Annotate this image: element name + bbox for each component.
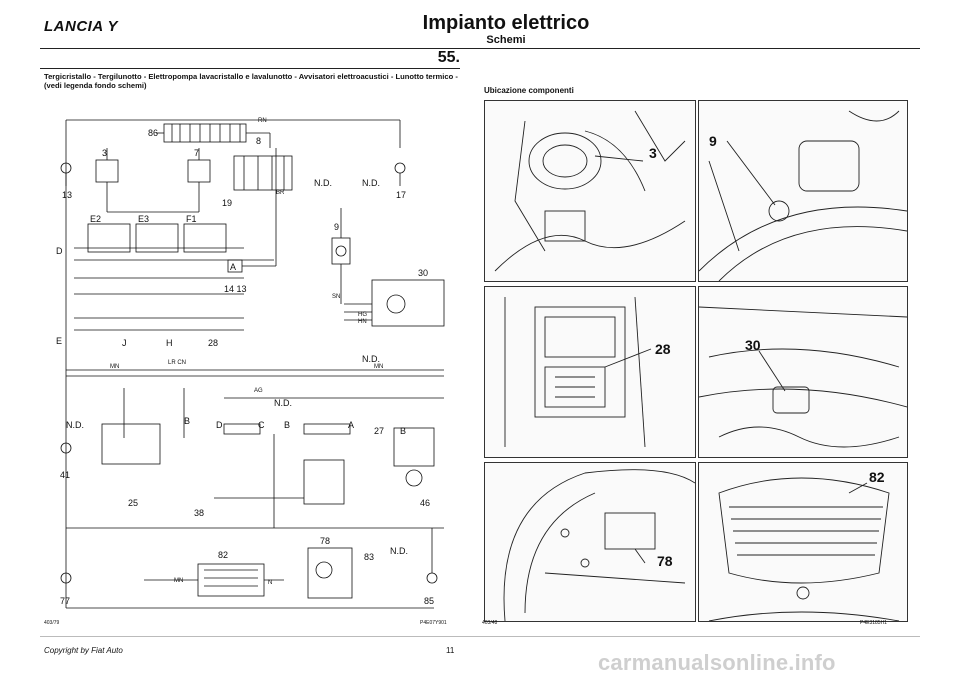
svg-text:78: 78 (320, 536, 330, 546)
diagram-code-ref: P4E07Y901 (420, 620, 447, 626)
svg-text:A: A (230, 262, 236, 272)
svg-text:86: 86 (148, 128, 158, 138)
photo-component-3: 3 (484, 100, 696, 282)
svg-text:C: C (258, 420, 265, 430)
svg-text:D: D (216, 420, 223, 430)
svg-text:A: A (348, 420, 354, 430)
diagram-caption: Tergicristallo - Tergilunotto - Elettrop… (44, 72, 458, 90)
header-rule (40, 48, 920, 49)
svg-text:RN: RN (258, 118, 267, 124)
svg-text:LR CN: LR CN (168, 360, 186, 366)
svg-text:30: 30 (418, 268, 428, 278)
svg-text:MN: MN (110, 364, 119, 370)
svg-text:41: 41 (60, 470, 70, 480)
svg-text:77: 77 (60, 596, 70, 606)
photo-component-28: 28 (484, 286, 696, 458)
footer-page-number: 11 (446, 646, 455, 655)
svg-text:27: 27 (374, 426, 384, 436)
photo-label-30: 30 (745, 337, 761, 353)
svg-text:17: 17 (396, 190, 406, 200)
svg-text:8: 8 (256, 136, 261, 146)
svg-text:82: 82 (218, 550, 228, 560)
photo-label-82: 82 (869, 469, 885, 485)
svg-text:E3: E3 (138, 214, 149, 224)
svg-text:N: N (268, 580, 272, 586)
svg-text:3: 3 (102, 148, 107, 158)
svg-text:E2: E2 (90, 214, 101, 224)
page-title: Impianto elettrico (422, 12, 590, 34)
photo-component-78: 78 (484, 462, 696, 622)
wiring-diagram: 86 8 3 7 13 N.D. N.D. 17 19 E2 E3 F1 9 A… (56, 118, 445, 609)
photo-component-9: 9 (698, 100, 908, 282)
svg-text:19: 19 (222, 198, 232, 208)
svg-text:BR: BR (276, 190, 285, 196)
svg-text:D: D (56, 246, 63, 256)
svg-text:AG: AG (254, 388, 263, 394)
model-name: LANCIA Y (44, 18, 119, 35)
diagram-code-small: 403/79 (44, 620, 60, 626)
photo-label-78: 78 (657, 553, 673, 569)
watermark: carmanualsonline.info (598, 650, 836, 675)
svg-text:SN: SN (332, 294, 340, 300)
svg-text:N.D.: N.D. (390, 546, 408, 556)
svg-text:46: 46 (420, 498, 430, 508)
svg-text:MN: MN (174, 578, 183, 584)
svg-text:N.D.: N.D. (314, 178, 332, 188)
svg-text:HG: HG (358, 312, 367, 318)
section-rule (40, 68, 460, 69)
svg-text:9: 9 (334, 222, 339, 232)
svg-text:MN: MN (374, 364, 383, 370)
svg-text:F1: F1 (186, 214, 197, 224)
svg-text:H: H (166, 338, 173, 348)
svg-text:N.D.: N.D. (66, 420, 84, 430)
page-subtitle: Schemi (486, 34, 526, 46)
svg-text:25: 25 (128, 498, 138, 508)
svg-text:B: B (184, 416, 190, 426)
svg-text:E: E (56, 336, 62, 346)
svg-text:14 13: 14 13 (224, 284, 247, 294)
copyright-text: Copyright by Fiat Auto (44, 646, 123, 655)
svg-text:7: 7 (194, 148, 199, 158)
svg-text:83: 83 (364, 552, 374, 562)
photo-label-28: 28 (655, 341, 671, 357)
locations-title: Ubicazione componenti (484, 86, 574, 95)
svg-text:85: 85 (424, 596, 434, 606)
svg-text:13: 13 (62, 190, 72, 200)
svg-text:J: J (122, 338, 127, 348)
photo-component-30: 30 (698, 286, 908, 458)
svg-text:N.D.: N.D. (362, 354, 380, 364)
svg-text:38: 38 (194, 508, 204, 518)
section-number: 55. (437, 49, 460, 66)
photo-component-82: 82 (698, 462, 908, 622)
footer-rule (40, 636, 920, 637)
photo-label-9: 9 (709, 133, 717, 149)
photo-label-3: 3 (649, 145, 657, 161)
svg-text:HN: HN (358, 319, 367, 325)
photo-code-small: 403/48 (482, 620, 498, 626)
photo-code-ref: P4E3185H1 (860, 620, 887, 626)
svg-text:B: B (284, 420, 290, 430)
svg-text:B: B (400, 426, 406, 436)
svg-text:28: 28 (208, 338, 218, 348)
svg-text:N.D.: N.D. (362, 178, 380, 188)
svg-text:N.D.: N.D. (274, 398, 292, 408)
